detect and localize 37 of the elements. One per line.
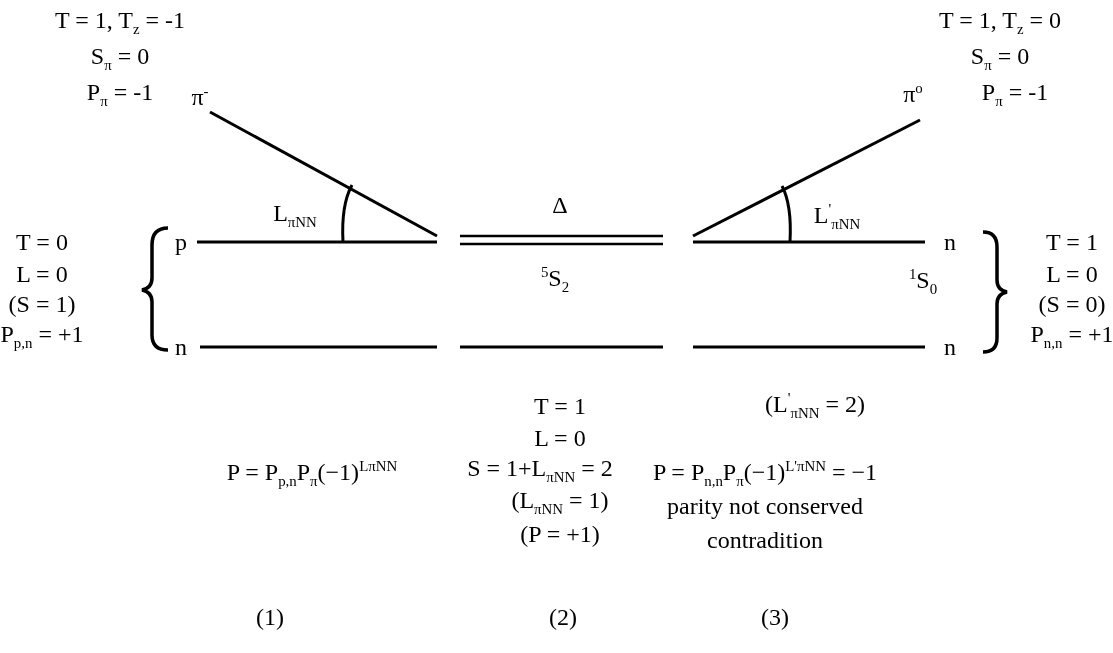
quantum-number-label: (S = 1)	[8, 290, 76, 318]
column-number: (3)	[761, 603, 789, 631]
note: parity not conserved	[667, 492, 863, 520]
quantum-number-label: P$_{π}$ = -1	[981, 78, 1049, 110]
quantum-number-label: S$_{π}$ = 0	[970, 42, 1030, 74]
quantum-number-label: (L$_{πNN}$ = 1)	[511, 486, 609, 518]
quantum-number-label: T = 1	[1046, 228, 1098, 256]
particle-label: π$^{-}$	[191, 83, 209, 111]
column-number: (2)	[549, 603, 577, 631]
state-label: $^{5}$S$_{2}$	[540, 264, 570, 296]
quantum-number-label: L = 0	[1046, 260, 1098, 288]
particle-label: π$^{o}$	[903, 80, 923, 108]
state-label: $^{1}$S$_{0}$	[908, 266, 938, 298]
quantum-number-label: T = 1	[534, 392, 586, 420]
angular-momentum-label: L$_{πNN}$	[273, 199, 317, 231]
particle-label: Δ	[552, 191, 568, 219]
quantum-number-label: (S = 0)	[1038, 290, 1106, 318]
quantum-number-label: S$_{π}$ = 0	[90, 42, 150, 74]
quantum-number-label: P$_{n,n}$ = +1	[1030, 320, 1113, 352]
quantum-number-label: T = 1, T$_{z}$ = 0	[938, 6, 1062, 38]
parity-formula: P = P$_{n,n}$P$_{π}$(−1)$^{L'πNN}$ = −1	[652, 458, 878, 490]
quantum-number-label: (L$^{'}$$_{πNN}$ = 2)	[765, 390, 865, 422]
quantum-number-label: (P = +1)	[520, 520, 600, 548]
note: contradition	[707, 526, 823, 554]
spin-formula: S = 1+L$_{πNN}$ = 2	[467, 454, 613, 486]
particle-label: p	[175, 228, 187, 256]
quantum-number-label: P$_{p,n}$ = +1	[0, 320, 84, 352]
quantum-number-label: L = 0	[16, 260, 68, 288]
quantum-number-label: T = 0	[16, 228, 68, 256]
parity-formula: P = P$_{p,n}$P$_{π}$(−1)$^{LπNN}$	[226, 458, 398, 490]
particle-label: n	[175, 333, 187, 361]
quantum-number-label: L = 0	[534, 424, 586, 452]
column-number: (1)	[256, 603, 284, 631]
particle-label: n	[944, 228, 956, 256]
quantum-number-label: T = 1, T$_{z}$ = -1	[54, 6, 186, 38]
particle-label: n	[944, 333, 956, 361]
quantum-number-label: P$_{π}$ = -1	[86, 78, 154, 110]
